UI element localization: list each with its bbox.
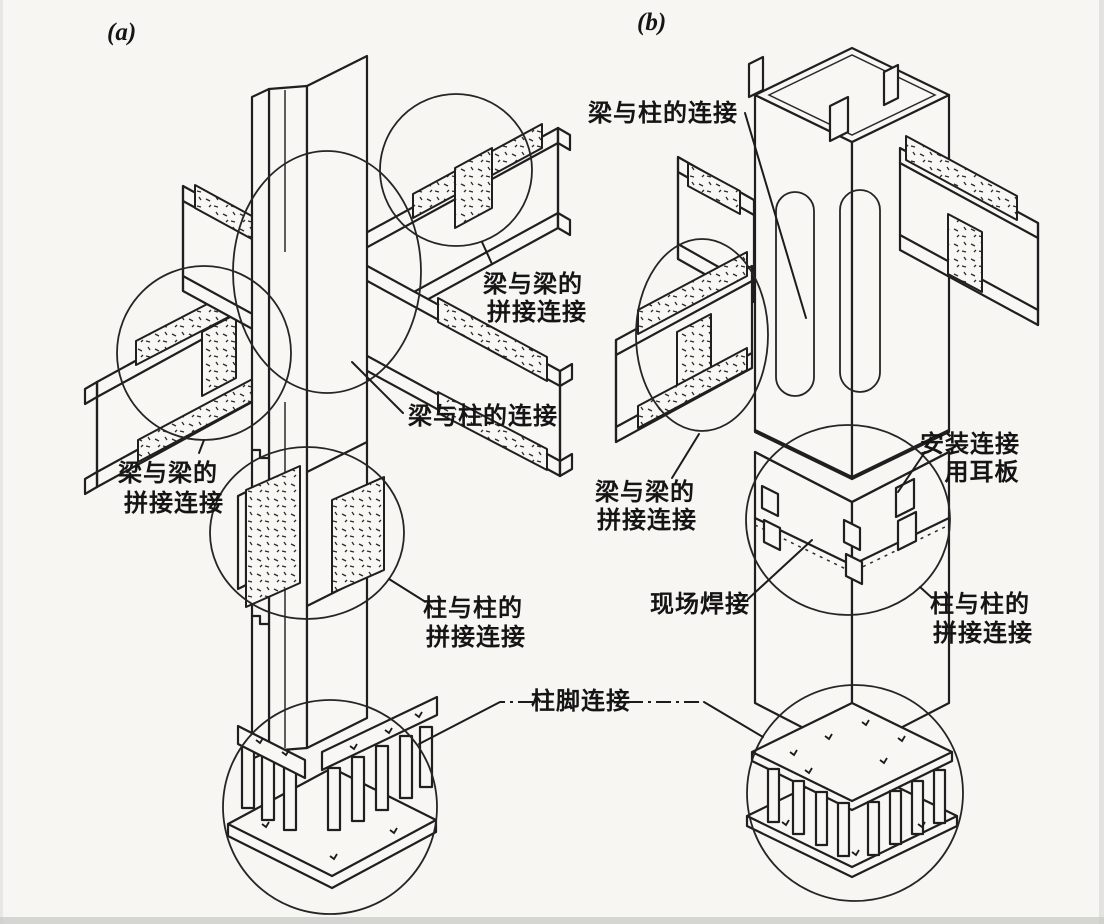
beam-web-splice-plate: [454, 147, 493, 229]
panel-a-drawing: [83, 54, 574, 915]
leader-column-splice-b: [919, 586, 932, 598]
base-stiffeners: [766, 767, 947, 858]
label-b-column-splice-1: 柱与柱的: [930, 590, 1030, 618]
label-b-lug-plate-2: 用耳板: [945, 459, 1020, 486]
leader-beam-splice-left-a: [198, 439, 205, 454]
highlight-column-splice-b: [745, 424, 951, 616]
column-right-flange: [305, 54, 369, 750]
erection-lug-top-left: [747, 55, 765, 99]
leader-beam-splice-right-a: [481, 241, 493, 265]
base-rail-right: [320, 695, 439, 772]
beam-down-right-b: [898, 135, 1040, 327]
connection-capsule-right: [839, 189, 881, 393]
erection-lug-top-front: [828, 95, 850, 143]
connection-capsule-left: [775, 191, 815, 397]
beam-bottom-splice-plate: [437, 391, 548, 471]
beam-bottom-splice-plate: [637, 347, 748, 429]
leader-beam-column-b: [744, 112, 807, 319]
highlight-beam-column-a: [232, 150, 422, 394]
label-a-beam-splice-right-2: 拼接连接: [487, 298, 587, 326]
panel-b-drawing: [614, 46, 1040, 902]
beam-web-splice-plate: [201, 313, 237, 397]
column-splice-plate-right: [331, 476, 385, 594]
upper-column-end: [753, 428, 951, 479]
panel-b-tag: (b): [637, 9, 666, 36]
leader-lug-plate-b: [897, 451, 926, 493]
beam-splice-cover-plate: [637, 251, 748, 335]
base-rail-left: [236, 724, 307, 780]
scan-edge-bottom: [0, 917, 1104, 924]
beam-down-left-b: [614, 251, 754, 444]
label-b-lug-plate-1: 安装连接: [920, 430, 1020, 458]
beam-web-splice-plate: [947, 213, 983, 293]
erection-lug-top-right: [882, 63, 900, 107]
highlight-column-base-a: [222, 699, 438, 915]
label-b-beam-splice-1: 梁与梁的: [594, 478, 695, 506]
highlight-beam-splice-right-a: [379, 93, 533, 247]
column-splice-plate-left: [245, 465, 301, 608]
box-column-b: [747, 46, 951, 481]
panel-a-tag: (a): [107, 19, 136, 46]
leader-base-right: [703, 701, 764, 738]
label-b-beam-splice-2: 拼接连接: [597, 506, 697, 534]
scan-edge-right: [1099, 0, 1104, 924]
highlight-column-splice-a: [209, 446, 405, 620]
label-b-beam-column: 梁与柱的连接: [587, 99, 738, 127]
labels: (a) (b) 梁与梁的 拼接连接 梁与柱的连接 梁与梁的 拼接连接 柱与柱的 …: [107, 9, 1033, 715]
label-b-column-splice-2: 拼接连接: [933, 619, 1033, 647]
label-a-beam-splice-right-1: 梁与梁的: [482, 270, 583, 298]
highlight-beam-splice-b: [635, 238, 769, 432]
leader-field-weld-b: [747, 539, 813, 600]
label-a-beam-column: 梁与柱的连接: [407, 402, 558, 430]
beam-splice-cover-plate: [687, 162, 741, 215]
column-base-a: [226, 695, 439, 890]
leader-lines: [198, 112, 932, 745]
scan-edge-left: [0, 0, 3, 924]
leader-base-left: [418, 701, 501, 745]
column-base-b: [745, 701, 959, 879]
column-left-face: [753, 93, 854, 481]
beam-splice-cover-plate: [437, 297, 548, 382]
label-b-field-weld: 现场焊接: [650, 591, 750, 618]
label-a-column-splice-1: 柱与柱的: [423, 594, 523, 622]
label-column-base: 柱脚连接: [531, 687, 631, 715]
column-top-opening: [753, 46, 951, 144]
leader-beam-splice-b: [671, 433, 700, 479]
label-a-beam-splice-left-1: 梁与梁的: [117, 459, 218, 487]
leader-beam-column-a: [351, 361, 404, 414]
label-a-column-splice-2: 拼接连接: [426, 623, 526, 651]
column-web-face: [267, 84, 309, 753]
leader-column-splice-a: [388, 578, 425, 602]
column-top-inner: [767, 54, 937, 136]
column-splice-a: [236, 465, 385, 608]
highlight-column-base-b: [746, 684, 964, 902]
h-column-a: [250, 54, 369, 761]
lower-column-end: [753, 450, 951, 504]
beam-splice-cover-plate: [905, 135, 1018, 221]
label-a-beam-splice-left-2: 拼接连接: [124, 489, 224, 517]
